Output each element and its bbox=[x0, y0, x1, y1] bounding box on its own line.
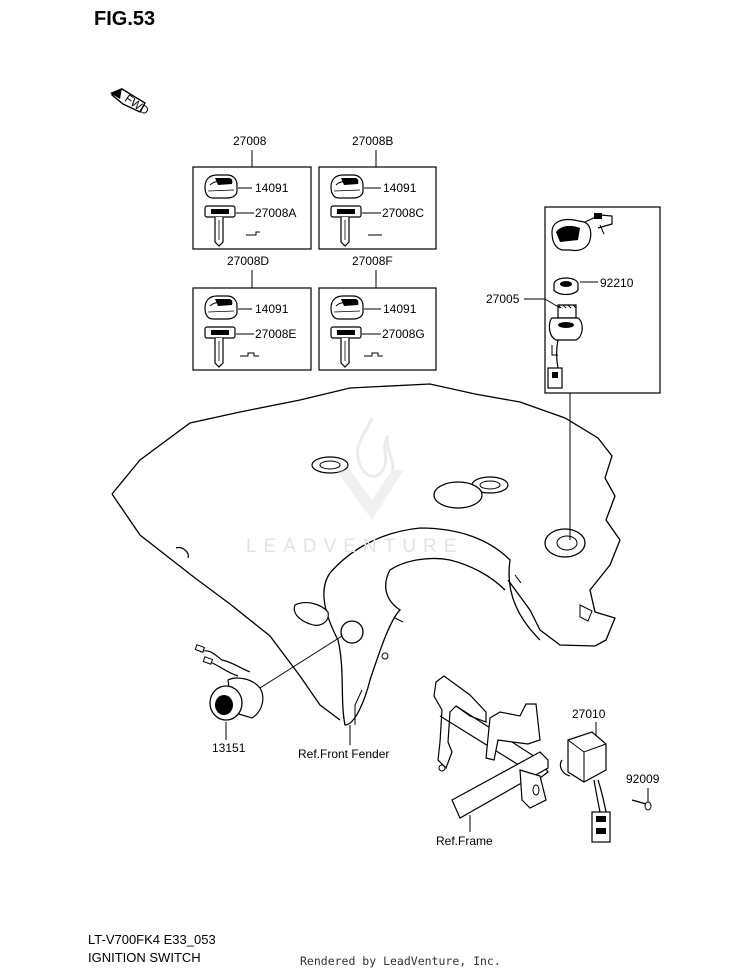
nut-part-number: 92210 bbox=[600, 276, 634, 290]
frame-bracket: Ref.Frame bbox=[433, 675, 549, 848]
ignition-switch-assembly: 92210 27005 bbox=[486, 206, 661, 540]
screw: 92009 bbox=[626, 772, 660, 811]
key-top-part-number: 14091 bbox=[255, 302, 289, 316]
key-set-part-number: 27008F bbox=[352, 254, 393, 268]
relay: 27010 bbox=[559, 707, 611, 843]
figure-title: FIG.53 bbox=[94, 8, 156, 30]
screw-part-number: 92009 bbox=[626, 772, 660, 786]
horn-button: 13151 bbox=[194, 635, 343, 755]
relay-part-number: 27010 bbox=[572, 707, 606, 721]
model-code: LT-V700FK4 E33_053 bbox=[88, 932, 216, 947]
section-title: IGNITION SWITCH bbox=[88, 950, 201, 965]
fwd-arrow-icon: FWD bbox=[110, 88, 151, 118]
key-part-number: 27008A bbox=[255, 206, 296, 220]
switch-part-number: 27005 bbox=[486, 292, 520, 306]
fwd-label: FWD bbox=[122, 93, 150, 118]
frame-ref-label: Ref.Frame bbox=[436, 834, 493, 848]
key-set-3: 27008D 14091 27008E bbox=[192, 254, 312, 371]
key-set-4: 27008F 14091 27008G bbox=[318, 254, 437, 371]
key-set-part-number: 27008D bbox=[227, 254, 269, 268]
leadventure-watermark-icon bbox=[336, 417, 404, 520]
key-set-part-number: 27008B bbox=[352, 134, 393, 148]
key-set-2: 27008B 14091 27008C bbox=[318, 134, 437, 250]
front-fender-ref-label: Ref.Front Fender bbox=[298, 747, 389, 761]
credit-text: Rendered by LeadVenture, Inc. bbox=[300, 954, 501, 968]
key-set-part-number: 27008 bbox=[233, 134, 267, 148]
horn-button-part-number: 13151 bbox=[212, 741, 246, 755]
key-part-number: 27008G bbox=[382, 327, 425, 341]
key-top-part-number: 14091 bbox=[383, 302, 417, 316]
key-part-number: 27008E bbox=[255, 327, 296, 341]
key-part-number: 27008C bbox=[382, 206, 424, 220]
key-set-1: 27008 14091 27008A bbox=[192, 134, 312, 250]
front-fender-outline bbox=[111, 383, 621, 726]
key-top-part-number: 14091 bbox=[255, 181, 289, 195]
watermark-text: LEADVENTURE bbox=[246, 536, 464, 557]
key-top-part-number: 14091 bbox=[383, 181, 417, 195]
